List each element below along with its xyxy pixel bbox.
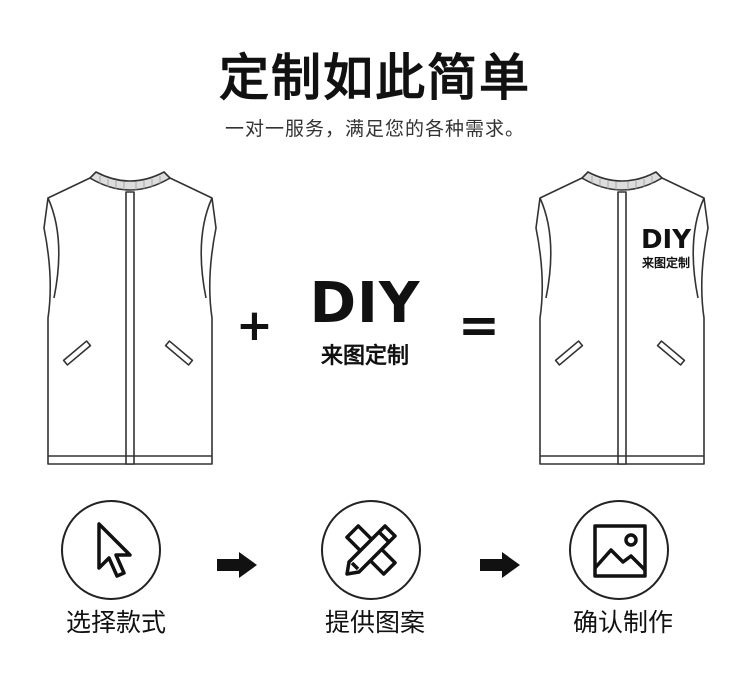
diy-heading: DIY [309,271,421,336]
step-3-label: 确认制作 [572,608,673,637]
page-title: 定制如此简单 [219,49,531,107]
vest-print-subheading: 来图定制 [641,256,690,270]
equals-sign: = [458,296,500,354]
step-1-circle [61,500,161,600]
step-3-circle [569,500,669,600]
page-subtitle: 一对一服务，满足您的各种需求。 [224,118,525,140]
blank-vest-image [43,171,217,465]
pencil-ruler-icon [345,524,397,576]
arrow-right-icon [480,552,520,578]
step-1-label: 选择款式 [65,608,166,637]
image-icon [593,524,647,578]
arrow-right-icon [217,552,257,578]
custom-vest-image [535,171,709,465]
step-2-label: 提供图案 [324,608,425,637]
step-2-circle [321,500,421,600]
diy-subheading: 来图定制 [320,344,409,369]
plus-sign: + [236,300,273,351]
cursor-icon [97,522,132,578]
vest-print-heading: DIY [640,225,692,255]
